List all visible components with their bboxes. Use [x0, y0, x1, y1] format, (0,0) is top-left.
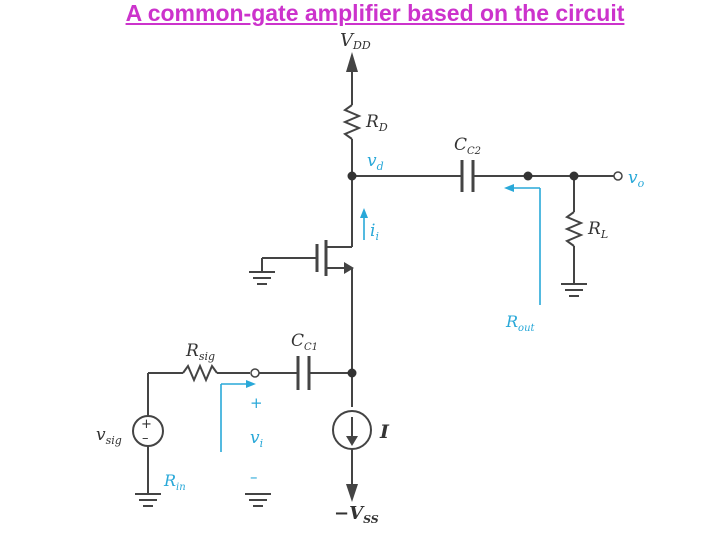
vi-plus: + — [250, 394, 263, 412]
vss-arrow-icon — [346, 484, 358, 502]
voltage-source — [132, 415, 164, 447]
label-vi: vi — [250, 428, 263, 450]
vdd-arrow-icon — [346, 52, 358, 72]
label-ii: ii — [370, 221, 379, 243]
ii-arrow-icon — [360, 208, 368, 218]
label-cc2: CC2 — [454, 135, 481, 157]
label-vo: vo — [628, 168, 645, 190]
resistor-rl — [564, 211, 584, 247]
mosfet-arrow-icon — [344, 262, 354, 274]
output-terminal — [613, 171, 623, 181]
wires — [135, 70, 614, 507]
label-vd: vd — [367, 151, 384, 173]
label-vdd: VDD — [340, 30, 371, 52]
label-cc1: CC1 — [291, 331, 318, 353]
label-current-source: I — [379, 421, 390, 443]
label-rl: RL — [587, 219, 608, 241]
annotations — [220, 187, 541, 452]
label-vsig: vsig — [96, 425, 122, 447]
label-rin: Rin — [163, 471, 186, 493]
label-rout: Rout — [505, 312, 536, 334]
label-rsig: Rsig — [185, 341, 215, 363]
resistor-rsig — [182, 363, 218, 383]
label-rd: RD — [365, 112, 388, 134]
source-minus: – — [142, 431, 149, 446]
rout-arrow-icon — [504, 184, 514, 192]
vi-minus: – — [250, 468, 258, 486]
resistor-rd — [342, 104, 362, 140]
label-vss: −VSS — [334, 503, 379, 526]
junction-dots — [347, 171, 579, 378]
input-terminal — [250, 368, 260, 378]
page-title: A common-gate amplifier based on the cir… — [125, 0, 625, 26]
rin-arrow-icon — [246, 380, 256, 388]
source-plus: + — [141, 417, 152, 432]
